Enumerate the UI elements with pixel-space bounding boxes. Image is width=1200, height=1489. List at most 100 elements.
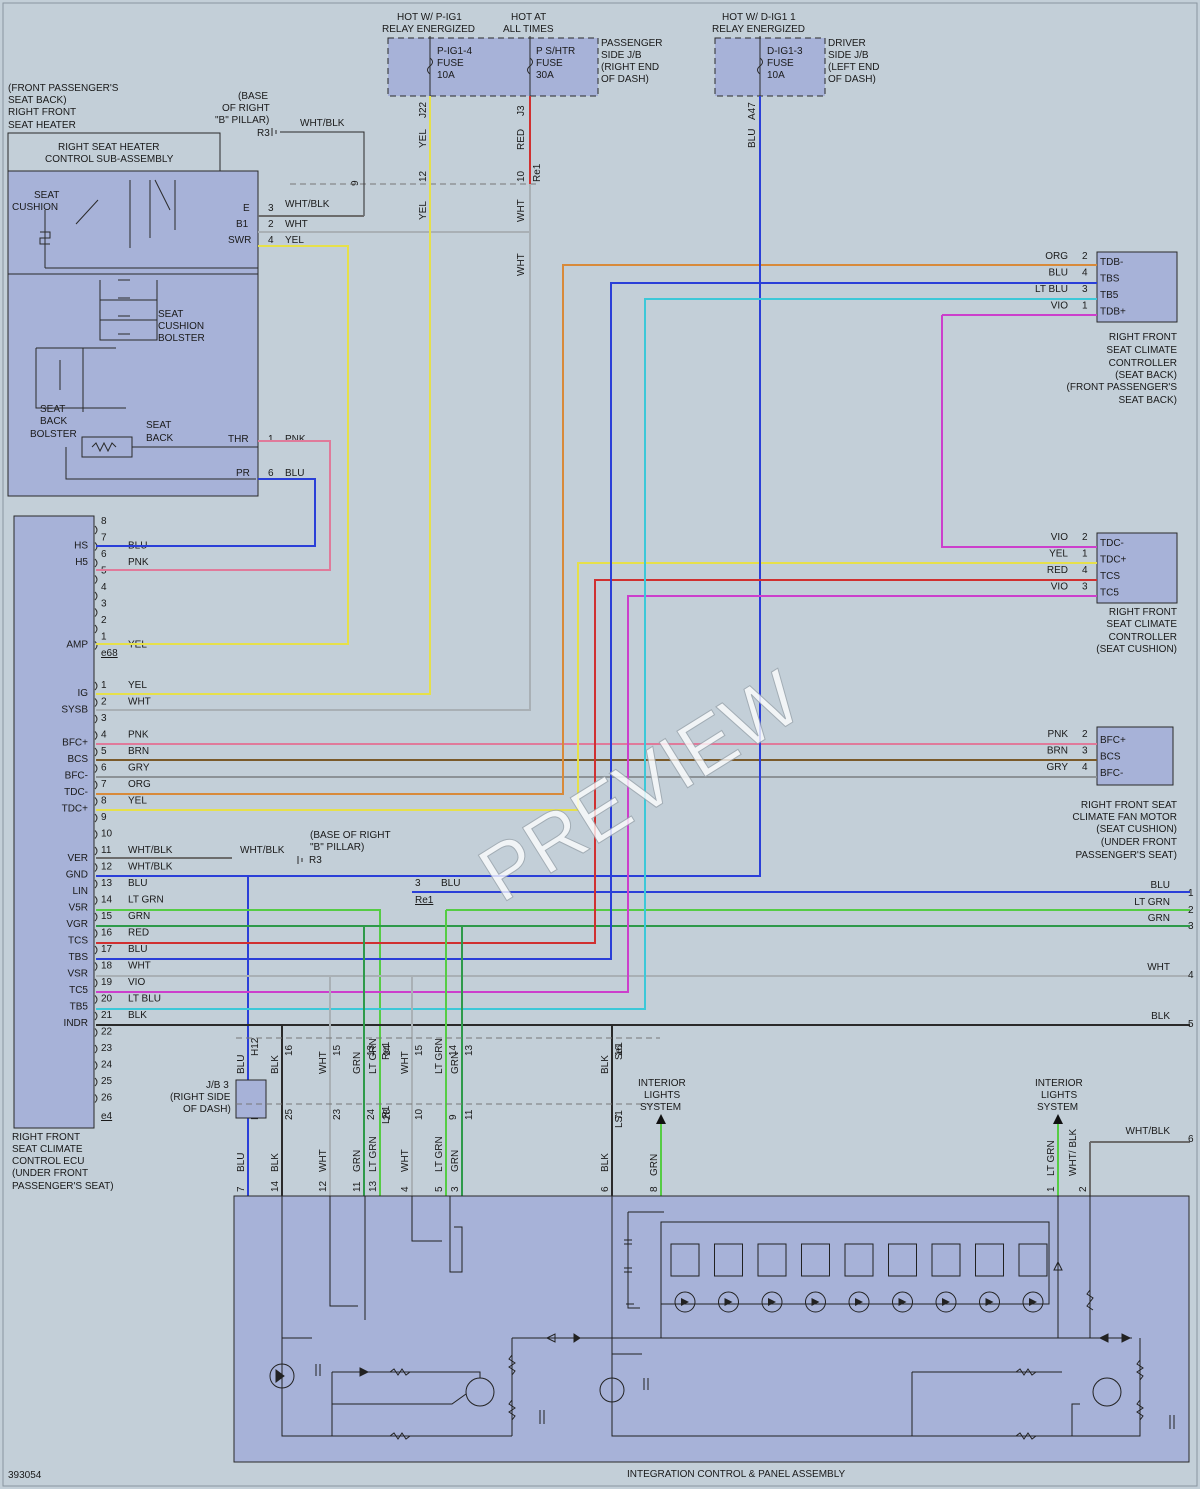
svg-text:SEAT: SEAT xyxy=(146,420,171,431)
ecu-pin-num: 8 xyxy=(101,516,107,527)
svg-text:(SEAT BACK): (SEAT BACK) xyxy=(1115,370,1177,381)
ecu-pin-name: GND xyxy=(66,870,88,881)
vertical-wire-mid-pin: 11 xyxy=(464,1109,475,1120)
resistor-pack-icon xyxy=(670,1243,700,1277)
ecu-pin-num: 25 xyxy=(101,1076,113,1087)
fuse-d-ig1-3-name: D-IG1-3 xyxy=(767,46,803,57)
wire-blu xyxy=(96,478,316,547)
svg-text:WHT/BLK: WHT/BLK xyxy=(285,199,330,210)
connector-e4: e4 xyxy=(101,1111,113,1122)
connector-pin-icon xyxy=(94,813,98,823)
led-icon xyxy=(935,1291,957,1313)
vertical-wire-top-label: BLK xyxy=(600,1055,611,1074)
integration-panel-box xyxy=(233,1195,1190,1463)
wire-lt-blu-tb5 xyxy=(96,298,1097,1010)
led-arrow-icon xyxy=(724,1298,733,1306)
svg-text:(RIGHT END: (RIGHT END xyxy=(601,62,659,73)
ecu-pin-num: 9 xyxy=(101,812,107,823)
passenger-jb-label: PASSENGER xyxy=(601,38,663,49)
integration-panel-label: INTEGRATION CONTROL & PANEL ASSEMBLY xyxy=(627,1469,846,1480)
ground-r3: R3 xyxy=(257,128,270,139)
resistor-pack-icon xyxy=(844,1243,874,1277)
ecu-pin-name: HS xyxy=(74,541,88,552)
seat-cushion-controller-box xyxy=(1096,532,1178,604)
vertical-wire-top-label: GRN xyxy=(352,1052,363,1074)
resistor-pack-icon xyxy=(931,1243,961,1277)
vertical-wire-top-pin: 14 xyxy=(382,1044,393,1056)
vertical-wire-bottom-pin: 7 xyxy=(236,1186,247,1192)
always-label-2: ALL TIMES xyxy=(503,24,554,35)
driver-jb-box xyxy=(714,37,826,97)
back-ctrl-pin-num: 2 xyxy=(1082,251,1088,262)
ecu-pin-num: 12 xyxy=(101,862,113,873)
vertical-wire-bottom-label: GRN xyxy=(352,1150,363,1172)
jb3-box xyxy=(235,1079,267,1119)
svg-text:6: 6 xyxy=(268,468,274,479)
ecu-pin-num: 13 xyxy=(101,878,113,889)
svg-text:(SEAT CUSHION): (SEAT CUSHION) xyxy=(1096,644,1177,655)
ecu-pin-name: V5R xyxy=(69,903,88,914)
svg-text:Re1: Re1 xyxy=(381,1041,392,1060)
svg-text:LIGHTS: LIGHTS xyxy=(644,1090,680,1101)
connector-pin-icon xyxy=(94,1044,98,1054)
svg-text:10: 10 xyxy=(516,170,527,182)
resistor-pack-icon xyxy=(1018,1243,1048,1277)
svg-text:SYSTEM: SYSTEM xyxy=(1037,1102,1078,1113)
ecu-pin-num: 1 xyxy=(101,632,107,643)
fan-motor-wire: PNK xyxy=(1047,729,1068,740)
svg-text:SEAT: SEAT xyxy=(34,190,59,201)
fan-motor-pin-num: 3 xyxy=(1082,746,1088,757)
svg-text:LT GRN: LT GRN xyxy=(1046,1140,1057,1176)
ecu-pin-num: 10 xyxy=(101,829,113,840)
svg-text:SEAT: SEAT xyxy=(40,404,65,415)
vertical-wire-top-label: BLK xyxy=(270,1055,281,1074)
vertical-wire-bottom-label: WHT xyxy=(318,1149,329,1172)
ecu-pin-num: 23 xyxy=(101,1043,113,1054)
ecu-pin-name: VER xyxy=(67,853,88,864)
vertical-wire-bottom-label: LT GRN xyxy=(434,1136,445,1172)
connector-pin-icon xyxy=(94,846,98,856)
wire-lt-grn-v5r xyxy=(96,909,381,1196)
svg-text:SEAT CLIMATE: SEAT CLIMATE xyxy=(1106,619,1177,630)
ecu-pin-wire: LT BLU xyxy=(128,994,161,1005)
back-ctrl-pin-num: 4 xyxy=(1082,268,1088,279)
led-icon xyxy=(1022,1291,1044,1313)
always-label-1: HOT AT xyxy=(511,12,546,23)
led-arrow-icon xyxy=(985,1298,994,1306)
svg-text:CLIMATE FAN MOTOR: CLIMATE FAN MOTOR xyxy=(1072,812,1177,823)
ecu-pin-num: 2 xyxy=(101,615,107,626)
svg-text:GRN: GRN xyxy=(649,1154,660,1176)
ground-mid-label: (BASE OF RIGHT xyxy=(310,830,391,841)
vertical-wire-top-label: GRN xyxy=(450,1052,461,1074)
ecu-pin-wire: YEL xyxy=(128,796,147,807)
fan-motor-pin-num: 4 xyxy=(1082,762,1088,773)
svg-text:PASSENGER'S SEAT): PASSENGER'S SEAT) xyxy=(1075,850,1177,861)
led-icon xyxy=(805,1291,826,1313)
cushion-ctrl-pin-name: TCS xyxy=(1100,571,1120,582)
ecu-pin-num: 5 xyxy=(101,746,107,757)
back-ctrl-wire: VIO xyxy=(1051,301,1068,312)
seat-back-controller-label: RIGHT FRONT xyxy=(1109,332,1177,343)
fuse-symbol-icon xyxy=(757,57,763,75)
vertical-wire-bottom-label: BLU xyxy=(236,1153,247,1172)
svg-text:OF DASH): OF DASH) xyxy=(183,1104,231,1115)
wire-vio-tdc xyxy=(941,315,1097,548)
vertical-wire-top-pin: H12 xyxy=(250,1037,261,1056)
wire-label-blu: BLU xyxy=(747,129,758,148)
ecu-pin-name: AMP xyxy=(66,640,88,651)
seat-heater-title: RIGHT SEAT HEATER xyxy=(58,142,160,153)
svg-text:9: 9 xyxy=(350,180,361,186)
ecu-pin-name: VSR xyxy=(67,969,88,980)
vertical-wire-mid-pin: 9 xyxy=(448,1114,459,1120)
led-icon xyxy=(761,1291,783,1313)
ecu-pin-wire: ORG xyxy=(128,779,151,790)
wire-yel-tdc xyxy=(96,562,1097,811)
connector-pin-icon xyxy=(94,780,98,790)
fan-motor-pin-name: BFC+ xyxy=(1100,735,1126,746)
ecu-pin-wire: GRY xyxy=(128,763,150,774)
ecu-pin-name: INDR xyxy=(64,1018,88,1029)
fuse-p-ig1-4-name: P-IG1-4 xyxy=(437,46,472,57)
connector-pin-icon xyxy=(94,896,98,905)
svg-text:LIGHTS: LIGHTS xyxy=(1041,1090,1077,1101)
